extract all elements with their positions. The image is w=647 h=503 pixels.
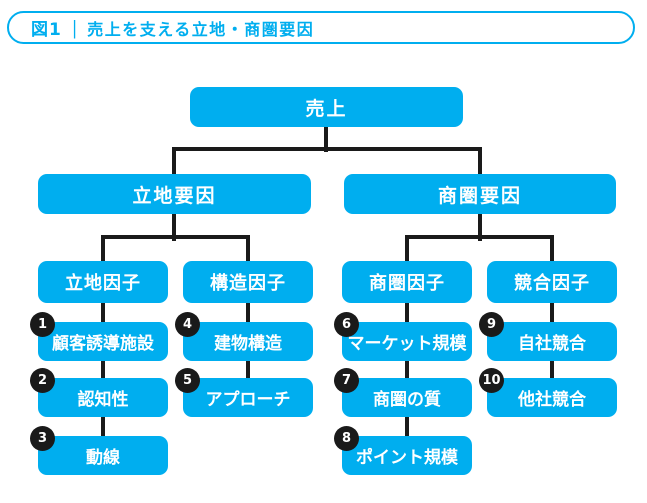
figure-label: 図1 [31, 20, 62, 40]
badge-4: 4 [175, 312, 200, 337]
leaf-label: アプローチ [205, 390, 291, 410]
node-approach: 5 アプローチ [175, 368, 313, 417]
node-location-factor: 立地因子 [38, 261, 168, 303]
badge-5: 5 [175, 368, 200, 393]
connector-root-stub [324, 107, 328, 152]
connector-col2-vertical [246, 235, 250, 400]
connector-left-horizontal [101, 235, 250, 239]
connector-right-horizontal [405, 235, 554, 239]
node-market-scale: 6 マーケット規模 [334, 312, 472, 361]
node-own-company-competition: 9 自社競合 [479, 312, 617, 361]
node-customer-attracting-facilities: 1 顧客誘導施設 [30, 312, 168, 361]
leaf-label: 建物構造 [214, 334, 282, 354]
node-sales: 売上 [190, 87, 463, 127]
node-traffic-line: 3 動線 [30, 426, 168, 475]
badge-6: 6 [334, 312, 359, 337]
badge-1: 1 [30, 312, 55, 337]
badge-10: 10 [479, 368, 504, 393]
leaf-label: 自社競合 [518, 334, 586, 354]
node-structure-factor: 構造因子 [183, 261, 313, 303]
leaf-label: ポイント規模 [356, 448, 458, 468]
node-building-structure: 4 建物構造 [175, 312, 313, 361]
leaf-label: 商圏の質 [373, 390, 441, 410]
node-other-company-competition: 10 他社競合 [479, 368, 617, 417]
connector-level1-horizontal [172, 147, 482, 151]
node-visibility: 2 認知性 [30, 368, 168, 417]
figure-title: 売上を支える立地・商圏要因 [87, 19, 315, 39]
node-trade-area-quality: 7 商圏の質 [334, 368, 472, 417]
header-separator: | [71, 16, 78, 39]
badge-8: 8 [334, 426, 359, 451]
node-point-scale: 8 ポイント規模 [334, 426, 472, 475]
leaf-label: 動線 [86, 448, 120, 468]
leaf-label: マーケット規模 [347, 334, 467, 354]
leaf-label: 他社競合 [518, 390, 586, 410]
figure-header: 図1 | 売上を支える立地・商圏要因 [7, 11, 635, 44]
leaf-label: 顧客誘導施設 [52, 334, 154, 354]
node-competition-factor: 競合因子 [487, 261, 617, 303]
badge-9: 9 [479, 312, 504, 337]
badge-2: 2 [30, 368, 55, 393]
leaf-label: 認知性 [77, 390, 129, 410]
node-trade-area-factor: 商圏因子 [342, 261, 472, 303]
node-trade-area-factors: 商圏要因 [344, 174, 616, 214]
connector-col4-vertical [550, 235, 554, 400]
badge-7: 7 [334, 368, 359, 393]
badge-3: 3 [30, 426, 55, 451]
node-location-factors: 立地要因 [38, 174, 311, 214]
